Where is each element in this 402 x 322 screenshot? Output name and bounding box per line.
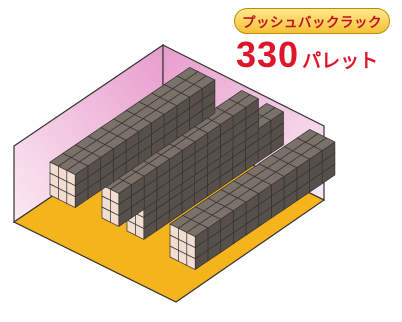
pallet-top — [186, 223, 209, 237]
capacity-number: 330 — [236, 34, 300, 75]
capacity-unit: パレット — [302, 50, 379, 72]
pallet-top — [110, 180, 132, 194]
rack-type-badge: プッシュバックラック — [234, 8, 390, 34]
rack-type-label: プッシュバックラック — [242, 15, 382, 31]
rack-row-1 — [49, 67, 216, 208]
rack-row-2 — [101, 90, 259, 227]
pallet-racks — [49, 67, 336, 270]
rack-row-4 — [169, 129, 336, 270]
pallet-capacity: 330 パレット — [236, 34, 379, 75]
pallet-top — [66, 161, 89, 175]
